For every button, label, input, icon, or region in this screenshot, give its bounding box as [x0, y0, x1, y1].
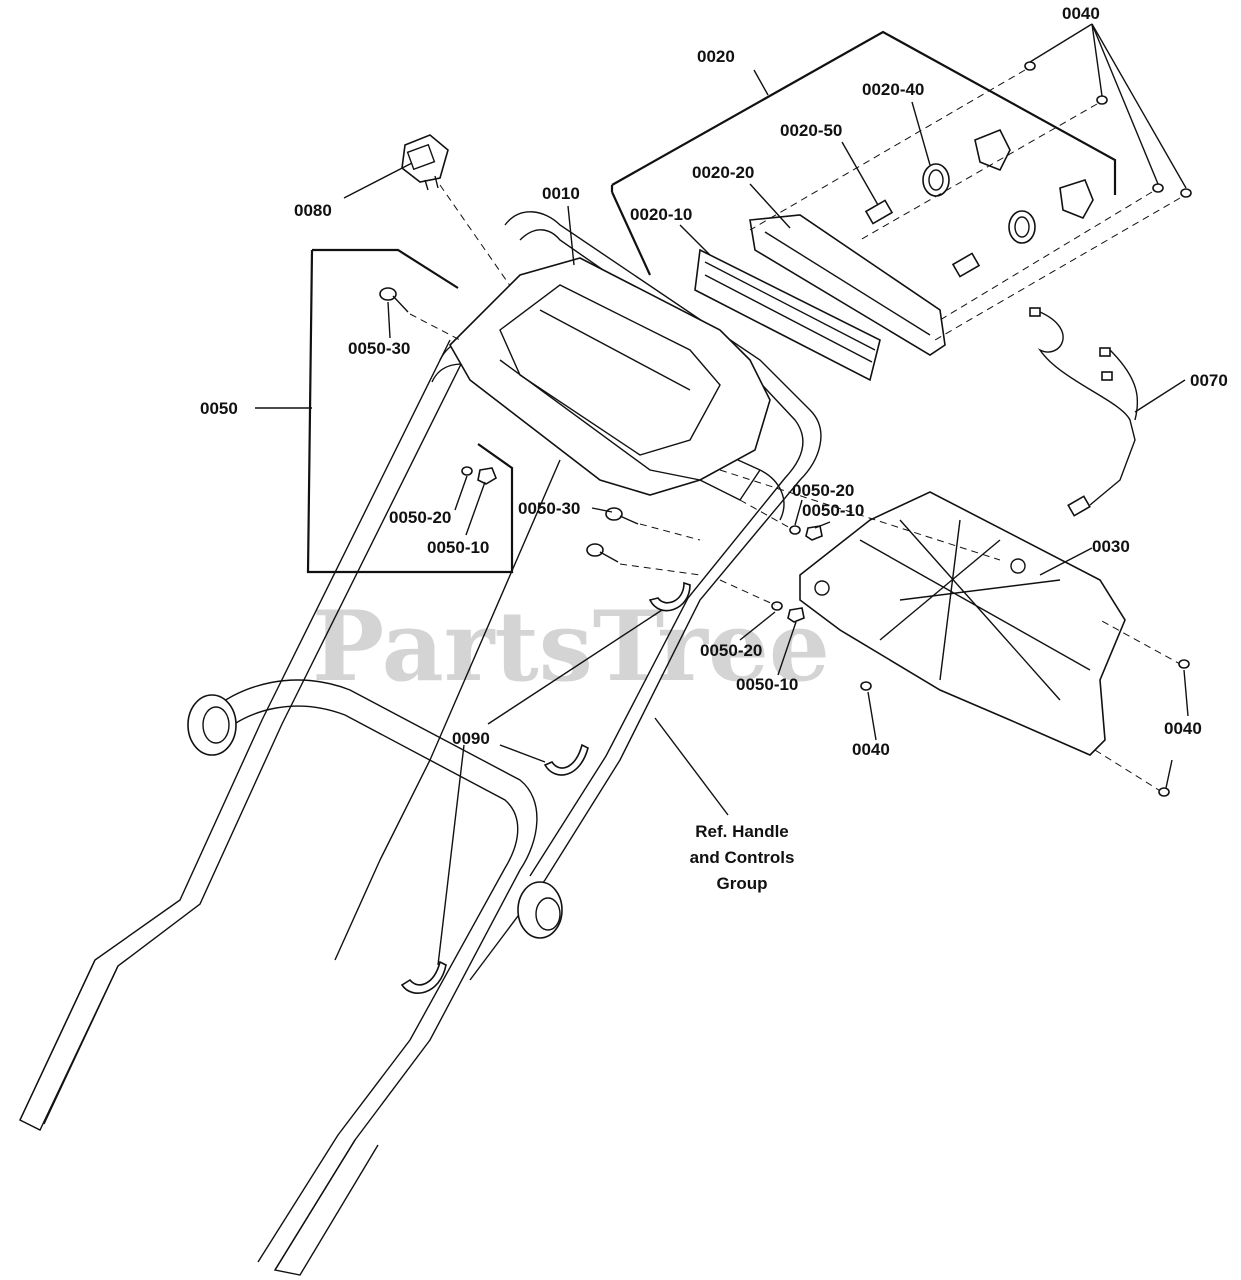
part-labels: 0040 0020 0020-40 0020-50 0020-20 0020-1…	[200, 4, 1228, 759]
label-0040-mid: 0040	[852, 740, 890, 759]
leaders	[255, 23, 1189, 966]
label-0050-20-c: 0050-20	[700, 641, 762, 660]
label-0070: 0070	[1190, 371, 1228, 390]
screw-0040-right-bottom	[1158, 787, 1170, 797]
part-0010-housing	[449, 257, 771, 501]
ref-note-line3: Group	[717, 874, 768, 893]
part-0020-10-filter	[694, 248, 881, 382]
screw-0040-right-top	[1178, 659, 1190, 669]
label-0020: 0020	[697, 47, 735, 66]
part-0020-40-ring	[922, 163, 1036, 244]
ref-note-line1: Ref. Handle	[695, 822, 789, 841]
bracket-0020	[610, 30, 1117, 276]
label-0050-10-c: 0050-10	[736, 675, 798, 694]
label-0030: 0030	[1092, 537, 1130, 556]
ref-note-line2: and Controls	[690, 848, 795, 867]
knob-right	[517, 881, 563, 939]
screws-0040-top	[1024, 61, 1192, 198]
part-0020-20-frame	[749, 214, 946, 356]
screw-0040-mid	[860, 681, 872, 691]
label-0050-30-a: 0050-30	[348, 339, 410, 358]
label-0040-right: 0040	[1164, 719, 1202, 738]
part-0070-harness	[1029, 307, 1139, 517]
bracket-0050	[306, 248, 514, 574]
part-0020-filter-assembly	[694, 128, 1094, 382]
label-0040-top: 0040	[1062, 4, 1100, 23]
clips-0090	[400, 581, 691, 994]
handle-frame	[19, 211, 822, 1276]
label-0020-50: 0020-50	[780, 121, 842, 140]
label-0020-40: 0020-40	[862, 80, 924, 99]
part-0080-switch	[401, 134, 449, 191]
label-0050-10-b: 0050-10	[802, 501, 864, 520]
label-0050-20-b: 0050-20	[792, 481, 854, 500]
knob-left	[187, 694, 237, 756]
part-0020-40-clip	[974, 128, 1094, 220]
part-0020-50-bushing	[864, 199, 981, 278]
label-0010: 0010	[542, 184, 580, 203]
label-0020-10: 0020-10	[630, 205, 692, 224]
label-0090: 0090	[452, 729, 490, 748]
label-0050-10-a: 0050-10	[427, 538, 489, 557]
label-0050-30-b: 0050-30	[518, 499, 580, 518]
label-0080: 0080	[294, 201, 332, 220]
label-0050-20-a: 0050-20	[389, 508, 451, 527]
label-0020-20: 0020-20	[692, 163, 754, 182]
ref-note: Ref. Handle and Controls Group	[690, 822, 795, 893]
dash-0080-to-housing	[439, 184, 521, 301]
watermark-text: PartsTree	[312, 590, 830, 703]
part-0030-cover	[799, 491, 1126, 756]
label-0050: 0050	[200, 399, 238, 418]
